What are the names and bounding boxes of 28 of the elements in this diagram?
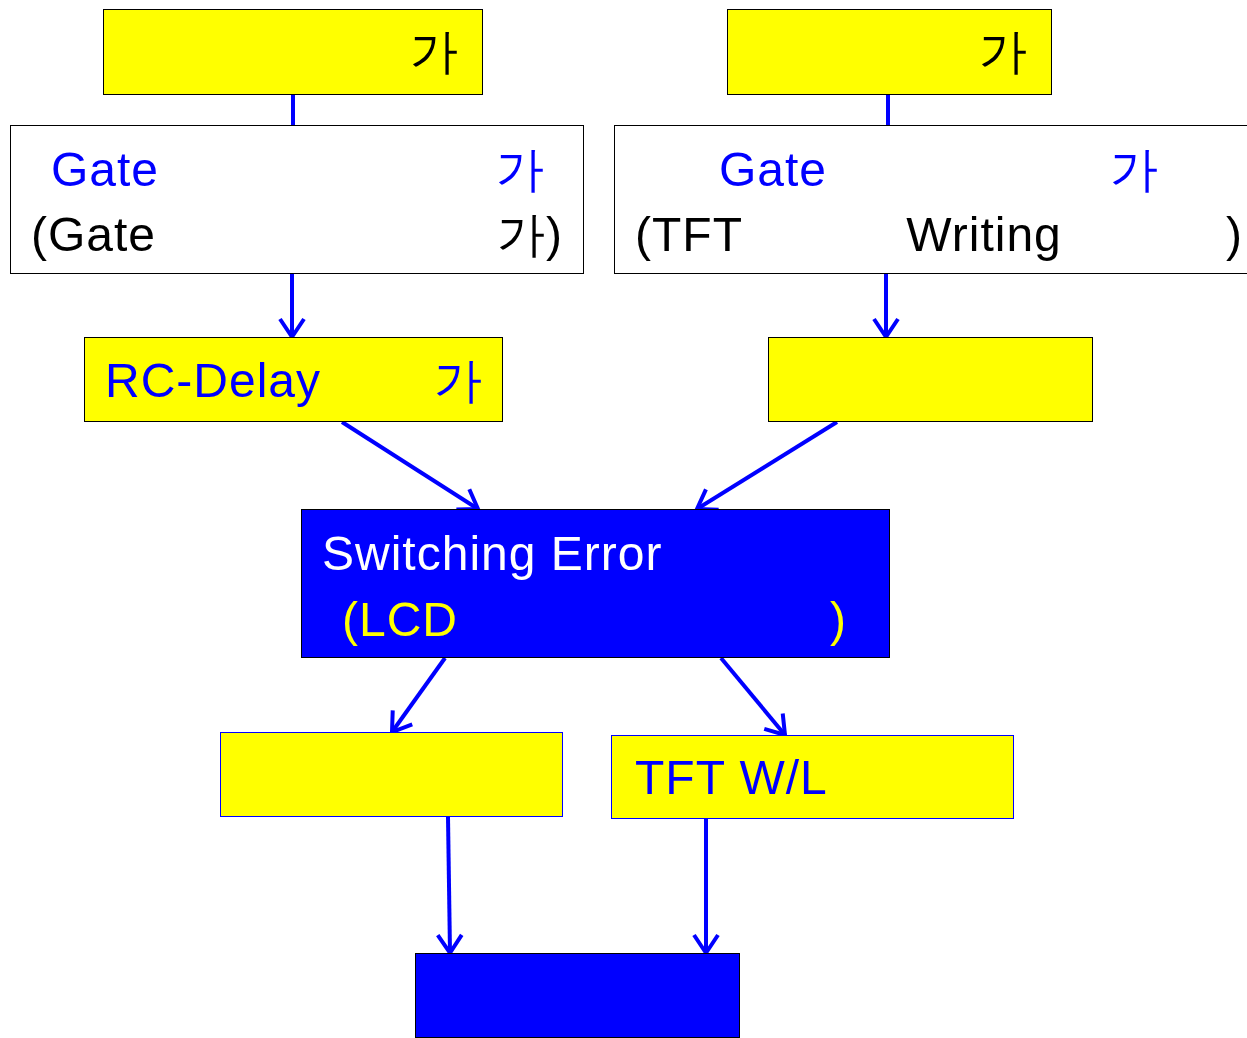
box-text: Gate 가 [719, 144, 1159, 196]
box-text: Gate 가 [51, 144, 545, 196]
process-box [301, 509, 890, 658]
process-box [611, 735, 1014, 819]
process-box [727, 9, 1052, 95]
process-box [768, 337, 1093, 422]
process-box [220, 732, 563, 817]
box-text: RC-Delay 가 [105, 355, 483, 407]
arrow [872, 274, 900, 339]
arrow [278, 274, 306, 339]
box-text: (Gate 가) [31, 209, 563, 261]
process-box [415, 953, 740, 1038]
arrow [692, 819, 720, 955]
box-text: (TFT Writing ) [635, 209, 1243, 261]
box-text: 가 [978, 26, 1028, 78]
box-text: TFT W/L [635, 752, 828, 804]
process-box [103, 9, 483, 95]
box-text: Switching Error [322, 528, 663, 580]
box-text: 가 [409, 26, 459, 78]
process-box [614, 125, 1247, 274]
box-text: (LCD ) [342, 594, 847, 646]
arrow [719, 656, 787, 737]
connector-line [886, 95, 890, 125]
arrow [390, 656, 447, 734]
arrow [435, 816, 464, 955]
process-box [10, 125, 584, 274]
connector-line [291, 95, 295, 125]
process-box [84, 337, 503, 422]
